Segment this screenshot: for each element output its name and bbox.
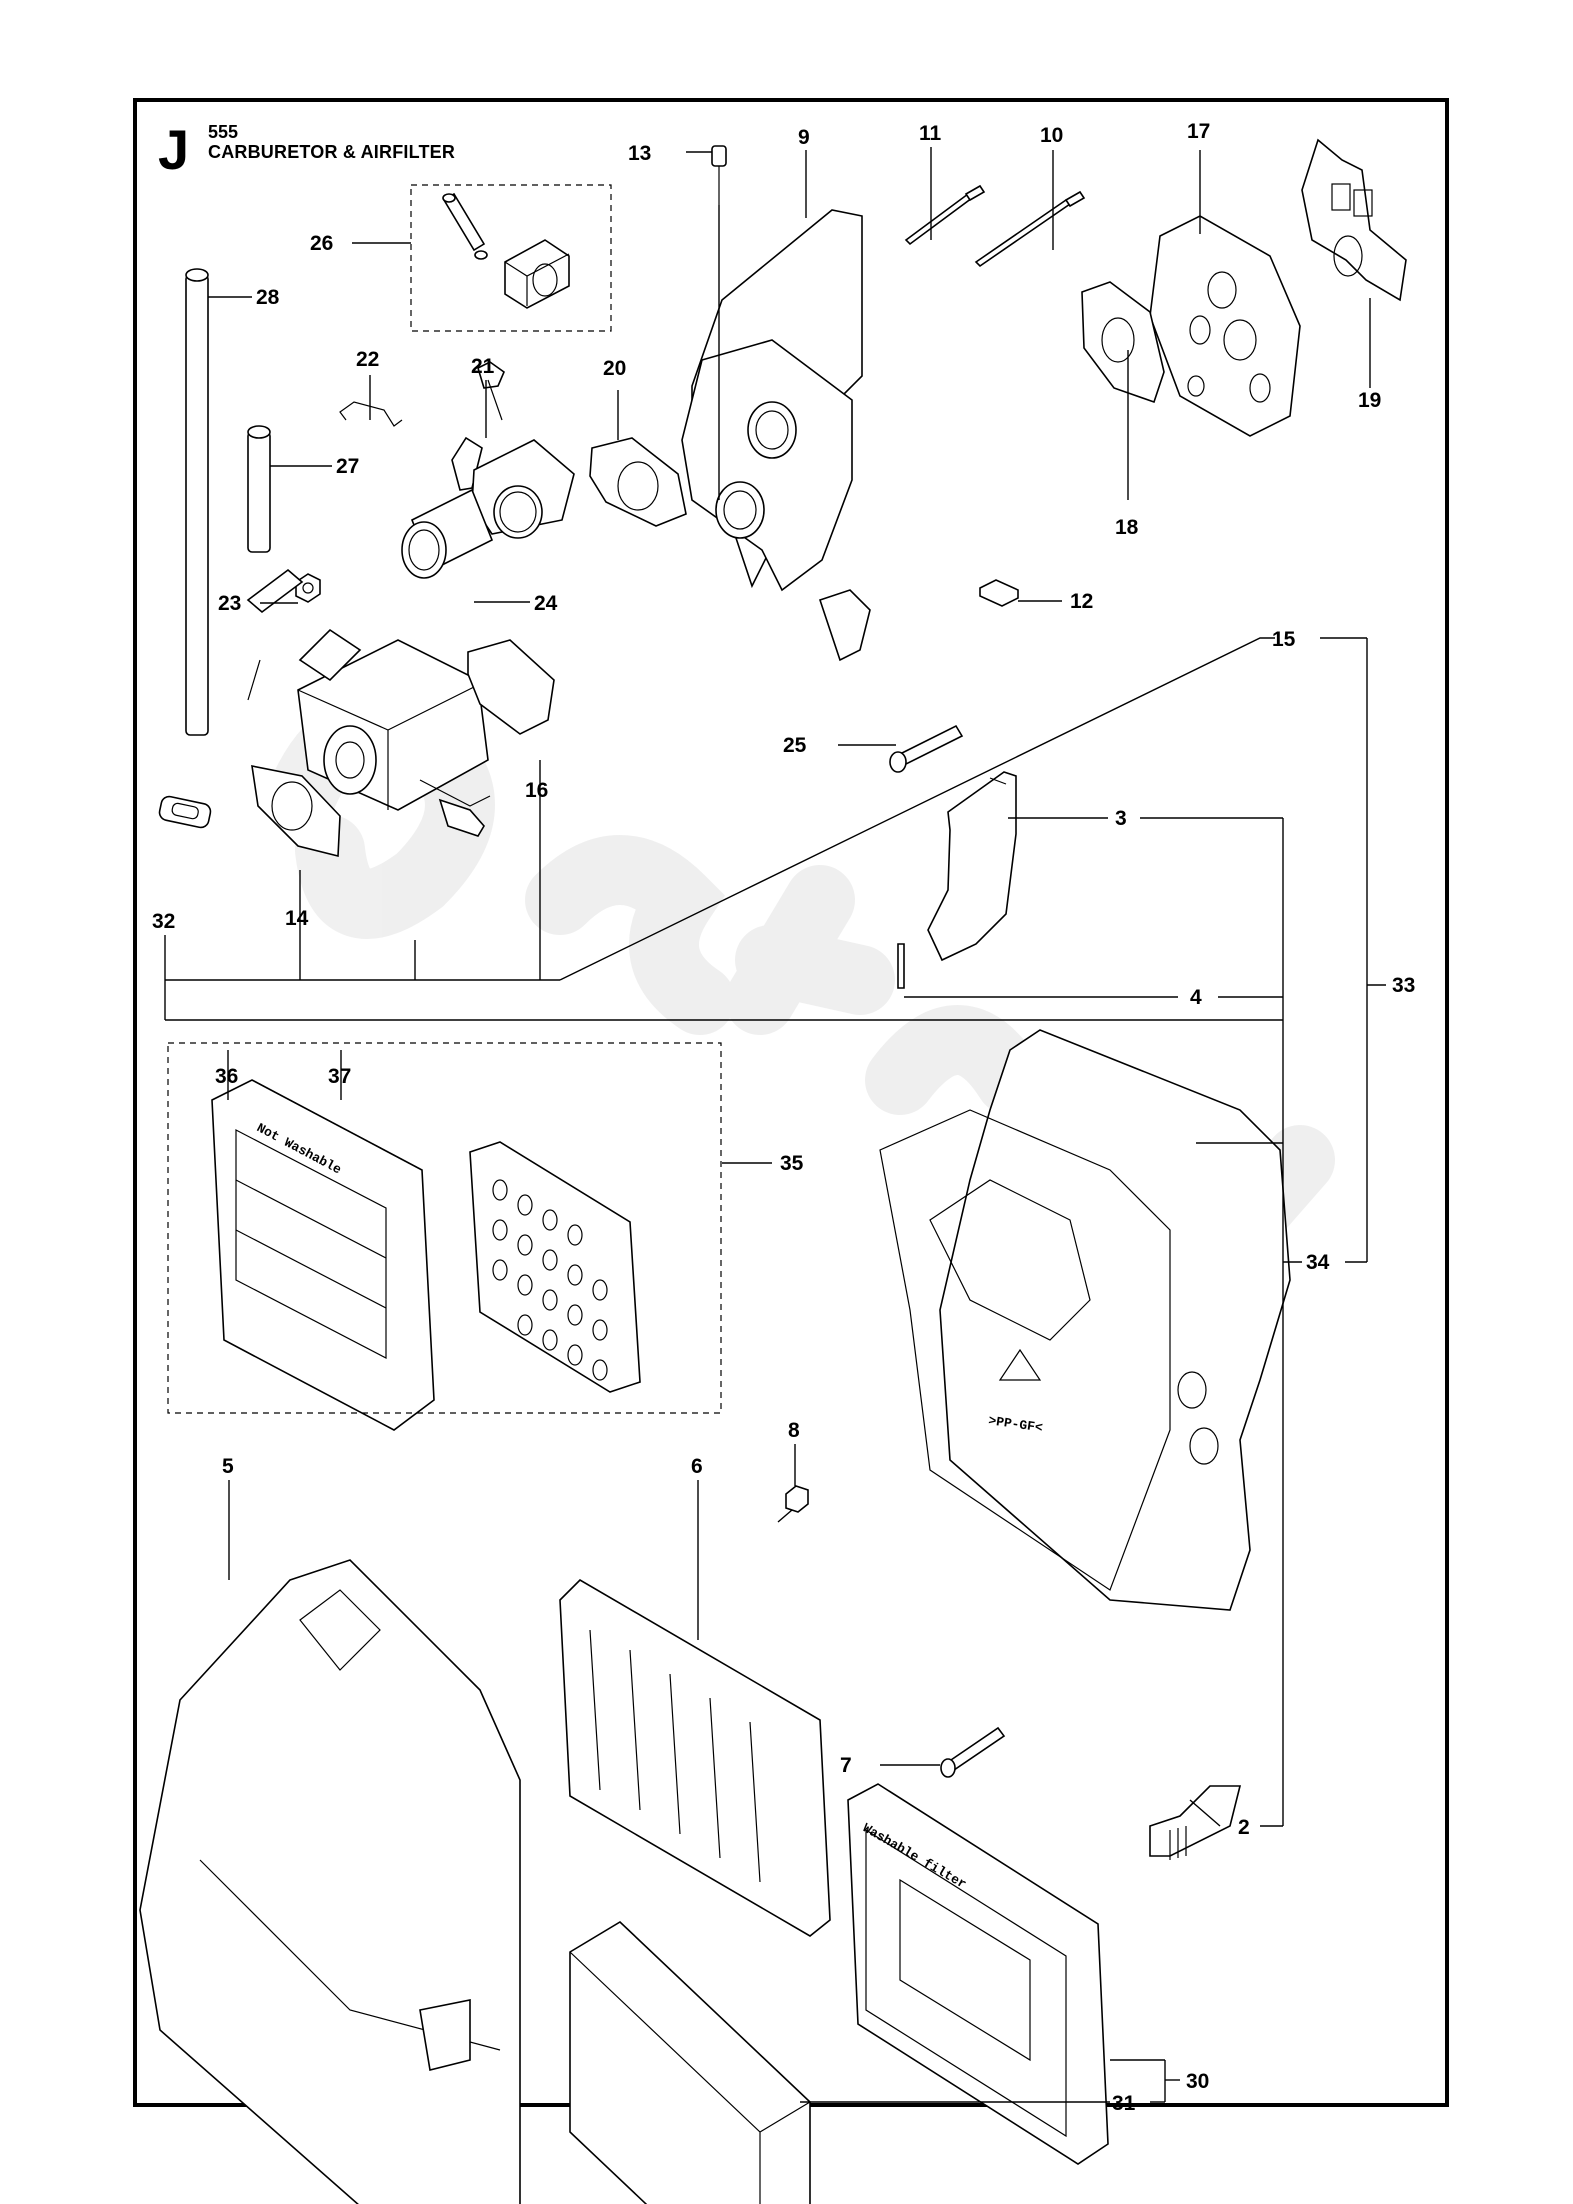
part-3-bracket xyxy=(927,771,1017,962)
part-label-7[interactable]: 7 xyxy=(840,1754,852,1777)
part-label-20[interactable]: 20 xyxy=(603,357,626,380)
part-28-fuel-tube xyxy=(185,268,209,736)
part-27-tube xyxy=(247,425,271,553)
part-19-gasket xyxy=(1301,138,1407,302)
part-label-11[interactable]: 11 xyxy=(919,122,942,145)
model-number: 555 xyxy=(208,122,239,142)
part-label-34[interactable]: 34 xyxy=(1306,1251,1330,1274)
part-label-5[interactable]: 5 xyxy=(222,1455,234,1478)
part-label-17[interactable]: 17 xyxy=(1187,120,1210,143)
part-label-22[interactable]: 22 xyxy=(356,348,379,371)
part-23-nut xyxy=(295,573,321,603)
part-20-gasket xyxy=(589,437,687,527)
kit-box-35 xyxy=(167,1042,722,1414)
part-30-washable-filter xyxy=(847,1783,1109,2165)
part-label-8[interactable]: 8 xyxy=(788,1419,800,1442)
part-34-filter-housing xyxy=(879,1029,1291,1611)
part-label-30[interactable]: 30 xyxy=(1186,2070,1209,2093)
part-label-27[interactable]: 27 xyxy=(336,455,359,478)
kit-box-26 xyxy=(410,184,612,332)
part-label-6[interactable]: 6 xyxy=(691,1455,703,1478)
part-label-19[interactable]: 19 xyxy=(1358,389,1381,412)
part-22-wire xyxy=(339,401,403,427)
diagram-title: CARBURETOR & AIRFILTER xyxy=(208,142,456,162)
part-label-3[interactable]: 3 xyxy=(1115,807,1127,830)
part-18-gasket xyxy=(1081,281,1165,404)
part-9-carburetor-holder xyxy=(681,209,871,662)
part-7-screw xyxy=(940,1726,1006,1778)
part-label-13[interactable]: 13 xyxy=(628,142,651,165)
part-10-bolt xyxy=(974,190,1086,268)
part-21-24-adapter xyxy=(401,361,575,579)
part-label-23[interactable]: 23 xyxy=(218,592,241,615)
part-6-filter-grid xyxy=(559,1578,831,1937)
part-label-33[interactable]: 33 xyxy=(1392,974,1415,997)
part-label-4[interactable]: 4 xyxy=(1190,986,1202,1009)
part-label-32[interactable]: 32 xyxy=(152,910,175,933)
section-letter: J xyxy=(158,118,190,181)
leader-lines xyxy=(164,147,1386,2103)
part-label-10[interactable]: 10 xyxy=(1040,124,1063,147)
part-8-nut xyxy=(777,1485,809,1523)
part-labels: 13 9 11 10 17 19 18 26 28 27 22 21 20 23… xyxy=(152,120,1415,2115)
part-label-16[interactable]: 16 xyxy=(525,779,548,802)
part-12-nut xyxy=(979,579,1019,607)
part-label-24[interactable]: 24 xyxy=(534,592,558,615)
part-carburetor xyxy=(246,568,491,837)
part-14-gasket xyxy=(251,764,341,858)
part-26-drawing xyxy=(442,192,570,309)
part-4-clip xyxy=(897,943,905,989)
part-label-37[interactable]: 37 xyxy=(328,1065,351,1088)
part-label-21[interactable]: 21 xyxy=(471,355,495,378)
part-label-12[interactable]: 12 xyxy=(1070,590,1093,613)
part-label-2[interactable]: 2 xyxy=(1238,1816,1250,1839)
part-37-prefilter-grid xyxy=(469,1141,641,1393)
part-13-screw xyxy=(711,145,727,500)
part-5-air-filter-cover xyxy=(139,1559,521,2204)
part-25-screw xyxy=(889,724,964,773)
part-label-25[interactable]: 25 xyxy=(783,734,807,757)
part-label-31[interactable]: 31 xyxy=(1112,2092,1136,2115)
part-32-grommet xyxy=(158,795,212,829)
part-label-26[interactable]: 26 xyxy=(310,232,333,255)
part-2-latch xyxy=(1149,1785,1242,1860)
part-16-gasket xyxy=(467,639,555,735)
part-label-18[interactable]: 18 xyxy=(1115,516,1139,539)
part-label-35[interactable]: 35 xyxy=(780,1152,804,1175)
part-label-15[interactable]: 15 xyxy=(1272,628,1296,651)
part-label-28[interactable]: 28 xyxy=(256,286,280,309)
part-label-9[interactable]: 9 xyxy=(798,126,810,149)
part-31-foam-filter xyxy=(569,1921,811,2204)
part-36-air-filter xyxy=(211,1079,435,1431)
part-17-intake-spacer xyxy=(1149,215,1301,437)
part-label-36[interactable]: 36 xyxy=(215,1065,238,1088)
part-11-bolt xyxy=(904,184,986,246)
part-label-14[interactable]: 14 xyxy=(285,907,309,930)
